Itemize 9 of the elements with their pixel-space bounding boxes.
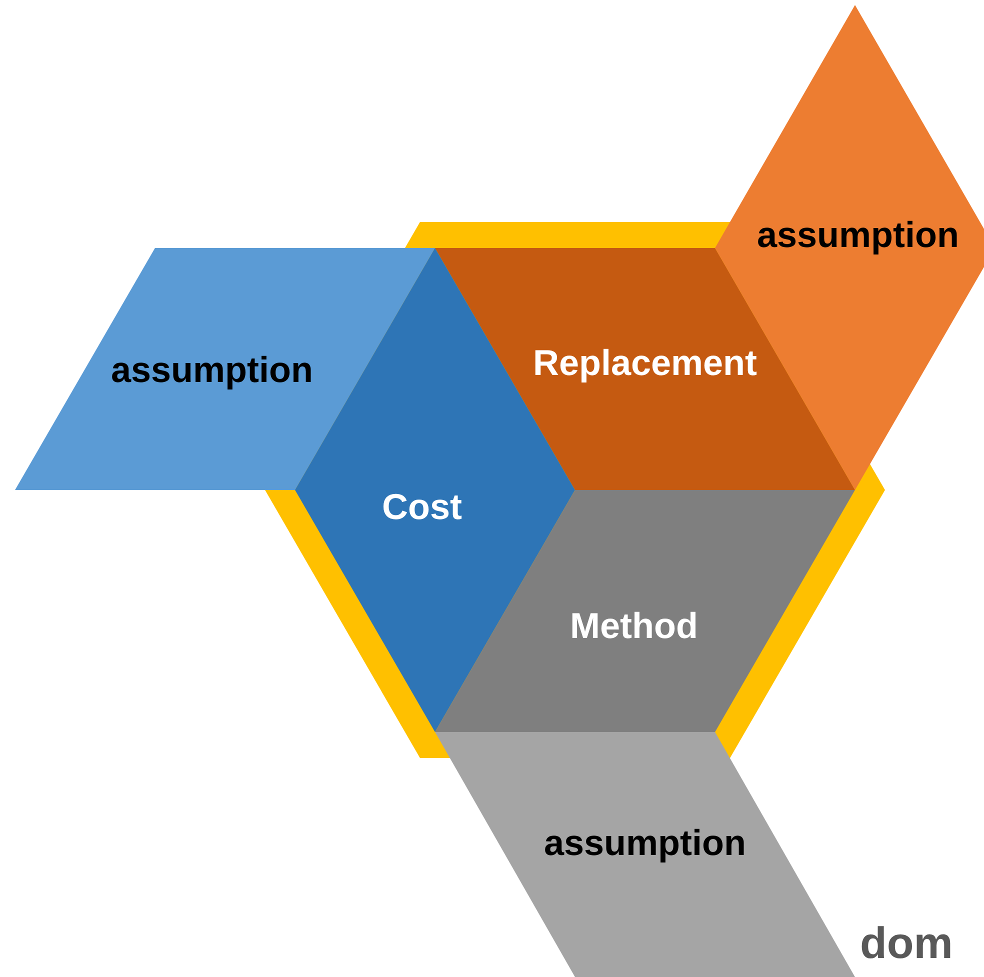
tile-label: Cost [382, 489, 462, 525]
parallelogram-tile [15, 248, 435, 490]
parallelogram-tile [435, 732, 855, 977]
tile-label: Method [570, 608, 698, 644]
note-text: dom [860, 922, 953, 966]
tile-label: assumption [544, 825, 746, 861]
tile-label: assumption [110, 352, 314, 388]
tile-label: Replacement [532, 345, 758, 381]
tile-label: assumption [756, 217, 960, 253]
